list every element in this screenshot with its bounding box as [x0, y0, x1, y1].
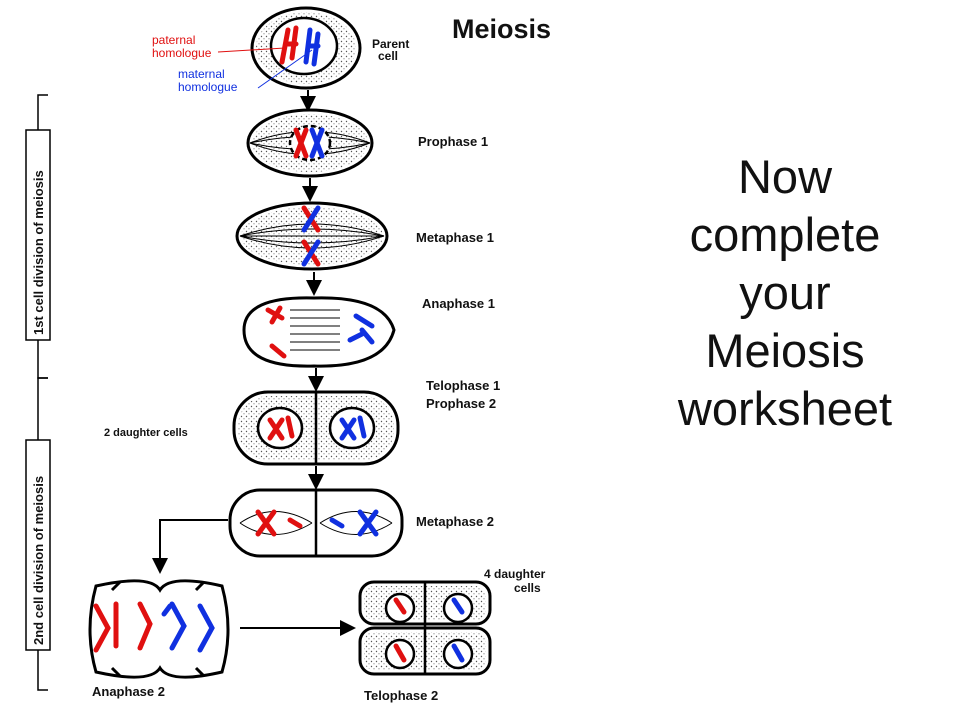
anaphase-1-label: Anaphase 1 — [422, 296, 495, 311]
four-daughter-label-1: 4 daughter — [484, 567, 546, 581]
prophase-1-label: Prophase 1 — [418, 134, 488, 149]
telophase-2-cells — [358, 580, 492, 676]
instruction-line-2: complete — [689, 208, 881, 261]
division-2-label: 2nd cell division of meiosis — [31, 476, 46, 645]
telophase-1-label: Telophase 1 — [426, 378, 500, 393]
parent-cell — [250, 6, 362, 90]
division-bracket-2: 2nd cell division of meiosis — [25, 377, 51, 691]
telophase-2-label: Telophase 2 — [364, 688, 438, 703]
instruction-line-4: Meiosis — [705, 324, 865, 377]
anaphase-2-cells — [88, 579, 230, 679]
prophase-2-label: Prophase 2 — [426, 396, 496, 411]
telophase-1-cells — [232, 390, 400, 466]
paternal-label-2: homologue — [152, 46, 212, 60]
maternal-label-2: homologue — [178, 80, 238, 94]
instruction-line-5: worksheet — [677, 382, 893, 435]
diagram-title: Meiosis — [452, 14, 551, 44]
anaphase-2-label: Anaphase 2 — [92, 684, 165, 699]
instruction-line-3: your — [739, 266, 831, 319]
metaphase-1-cell — [235, 201, 389, 271]
two-daughter-cells-label: 2 daughter cells — [104, 427, 188, 439]
instruction-line-1: Now — [737, 150, 833, 203]
anaphase-1-cell — [242, 296, 396, 368]
division-bracket-1: 1st cell division of meiosis — [25, 94, 51, 379]
worksheet-instruction: Now complete your Meiosis worksheet — [610, 148, 960, 438]
paternal-label-1: paternal — [152, 33, 195, 47]
parent-cell-label-2: cell — [378, 49, 398, 63]
four-daughter-label-2: cells — [514, 581, 541, 595]
prophase-1-cell — [246, 108, 374, 178]
metaphase-1-label: Metaphase 1 — [416, 230, 494, 245]
metaphase-2-cells — [228, 488, 404, 558]
maternal-label-1: maternal — [178, 67, 225, 81]
metaphase-2-label: Metaphase 2 — [416, 514, 494, 529]
parent-cell-label-1: Parent — [372, 37, 409, 51]
division-1-label: 1st cell division of meiosis — [31, 170, 46, 335]
